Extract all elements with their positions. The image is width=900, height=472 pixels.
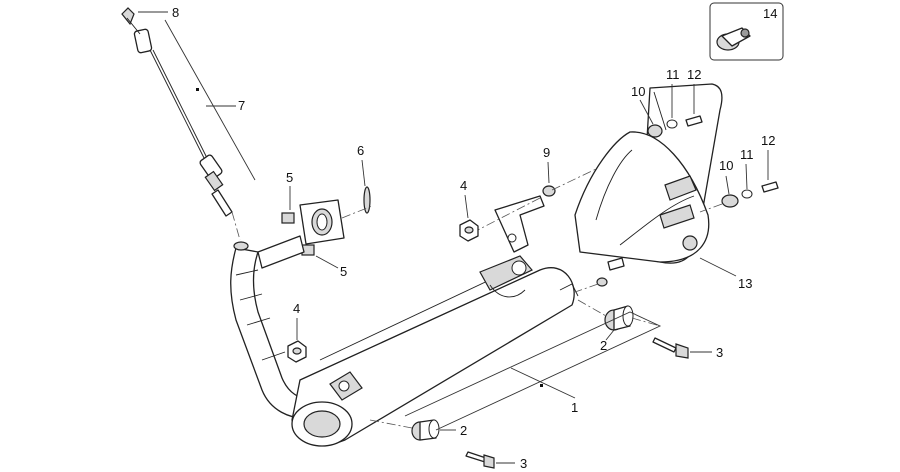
callout-2-upper: 2 <box>600 338 607 353</box>
callout-12-upper: 12 <box>687 67 701 82</box>
callout-11-upper: 11 <box>666 67 680 82</box>
rubber-mount-part-2-lower <box>411 419 440 441</box>
inset-box-part-14: 14 <box>709 2 784 61</box>
callout-13: 13 <box>738 276 752 291</box>
callout-3-lower: 3 <box>520 456 527 471</box>
callout-2-lower: 2 <box>460 423 467 438</box>
callout-3-upper: 3 <box>716 345 723 360</box>
rubber-mount-part-2-upper <box>604 305 634 331</box>
callout-11-right: 11 <box>740 147 754 162</box>
callout-6: 6 <box>357 143 364 158</box>
callout-5-lower: 5 <box>340 264 347 279</box>
washer-part-11-upper <box>666 119 678 129</box>
heat-shield-part-13 <box>574 83 723 264</box>
bolt-part-3-upper <box>652 337 689 359</box>
callout-7: 7 <box>238 98 245 113</box>
callout-14: 14 <box>763 6 777 21</box>
callout-8: 8 <box>172 5 179 20</box>
callout-10-right: 10 <box>719 158 733 173</box>
exhaust-flange <box>281 199 345 256</box>
grommet-part-10-upper <box>647 124 663 138</box>
flange-nut-upper <box>281 212 295 224</box>
callout-1: 1 <box>571 400 578 415</box>
gasket-part-6 <box>363 186 371 214</box>
grommet-part-10-right <box>721 194 739 208</box>
callout-12-right: 12 <box>761 133 775 148</box>
hardware-upper <box>647 115 703 138</box>
hardware-right <box>721 181 779 208</box>
nut-part-4-upper <box>459 219 479 242</box>
muffler-part-1 <box>291 255 579 447</box>
callout-4-upper: 4 <box>460 178 467 193</box>
callout-5-upper: 5 <box>286 170 293 185</box>
washer-part-11-right <box>741 189 753 199</box>
callout-10-upper: 10 <box>631 84 645 99</box>
nut-part-4-lower <box>287 340 307 363</box>
callout-9: 9 <box>543 145 550 160</box>
bushing-under-shield <box>596 257 625 287</box>
screw-part-12-upper <box>685 115 703 127</box>
lambda-sensor-part-7 <box>121 7 233 217</box>
spacer-part-9 <box>542 185 556 197</box>
callout-4-lower: 4 <box>293 301 300 316</box>
support-bracket <box>494 195 545 253</box>
hose-clamp-illustration <box>716 27 751 51</box>
header-pipe <box>230 235 317 419</box>
screw-part-12-right <box>761 181 779 193</box>
leader-7 <box>164 19 256 181</box>
bolt-part-3-lower <box>465 451 495 469</box>
